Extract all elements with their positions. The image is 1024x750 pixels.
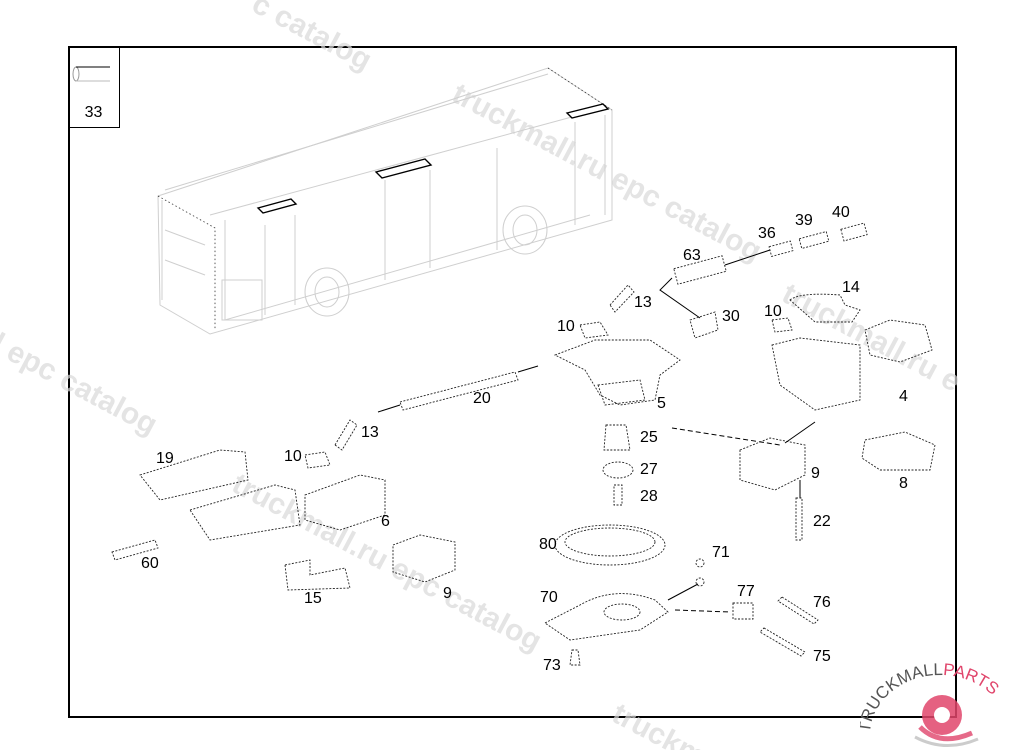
callout-39[interactable]: 39 bbox=[795, 212, 813, 229]
callout-9[interactable]: 9 bbox=[811, 465, 820, 482]
callout-14[interactable]: 14 bbox=[842, 279, 860, 296]
watermark: c catalog truckmall.ru epc catalog l epc… bbox=[0, 0, 966, 750]
callout-27[interactable]: 27 bbox=[640, 461, 658, 478]
callout-76[interactable]: 76 bbox=[813, 594, 831, 611]
roof-hatch-3 bbox=[565, 103, 610, 119]
callout-4[interactable]: 4 bbox=[899, 388, 908, 405]
callout-30[interactable]: 30 bbox=[722, 308, 740, 325]
callout-71[interactable]: 71 bbox=[712, 544, 730, 561]
watermark-text-3: l epc catalog bbox=[0, 327, 163, 441]
callout-8[interactable]: 8 bbox=[899, 475, 908, 492]
truckmall-parts-logo: TRUCKMALLPARTS bbox=[860, 660, 1003, 748]
callout-75[interactable]: 75 bbox=[813, 648, 831, 665]
callout-36[interactable]: 36 bbox=[758, 225, 776, 242]
callouts: 36 39 40 63 14 13 10 10 30 5 4 20 13 25 … bbox=[141, 204, 908, 674]
watermark-text-2: truckmall.ru epc catalog bbox=[447, 77, 767, 268]
callout-28[interactable]: 28 bbox=[640, 488, 658, 505]
callout-5[interactable]: 5 bbox=[657, 395, 666, 412]
callout-10[interactable]: 10 bbox=[557, 318, 575, 335]
callout-25[interactable]: 25 bbox=[640, 429, 658, 446]
gear-icon bbox=[914, 695, 979, 748]
callout-20[interactable]: 20 bbox=[473, 390, 491, 407]
callout-19[interactable]: 19 bbox=[156, 450, 174, 467]
watermark-text-4: truckmall.ru epc catalog bbox=[227, 467, 547, 658]
callout-10[interactable]: 10 bbox=[284, 448, 302, 465]
callout-9[interactable]: 9 bbox=[443, 585, 452, 602]
roof-hatch-2 bbox=[374, 158, 433, 179]
callout-10[interactable]: 10 bbox=[764, 303, 782, 320]
callout-60[interactable]: 60 bbox=[141, 555, 159, 572]
parts bbox=[111, 222, 936, 666]
roof-hatch-1 bbox=[256, 198, 298, 214]
bus-illustration bbox=[157, 67, 613, 335]
callout-80[interactable]: 80 bbox=[539, 536, 557, 553]
callout-6[interactable]: 6 bbox=[381, 513, 390, 530]
legend-part-number: 33 bbox=[84, 104, 103, 121]
callout-15[interactable]: 15 bbox=[304, 590, 322, 607]
watermark-text-6: truckm bbox=[607, 697, 711, 750]
watermark-text-1: c catalog bbox=[247, 0, 377, 77]
tube-icon bbox=[72, 66, 110, 82]
watermark-text-5: truckmall.ru e bbox=[777, 277, 966, 399]
callout-63[interactable]: 63 bbox=[683, 247, 701, 264]
callout-13[interactable]: 13 bbox=[634, 294, 652, 311]
callout-70[interactable]: 70 bbox=[540, 589, 558, 606]
callout-13[interactable]: 13 bbox=[361, 424, 379, 441]
callout-77[interactable]: 77 bbox=[737, 583, 755, 600]
diagram-frame bbox=[68, 46, 957, 718]
callout-40[interactable]: 40 bbox=[832, 204, 850, 221]
callout-22[interactable]: 22 bbox=[813, 513, 831, 530]
callout-73[interactable]: 73 bbox=[543, 657, 561, 674]
legend-box: 33 bbox=[68, 46, 120, 128]
